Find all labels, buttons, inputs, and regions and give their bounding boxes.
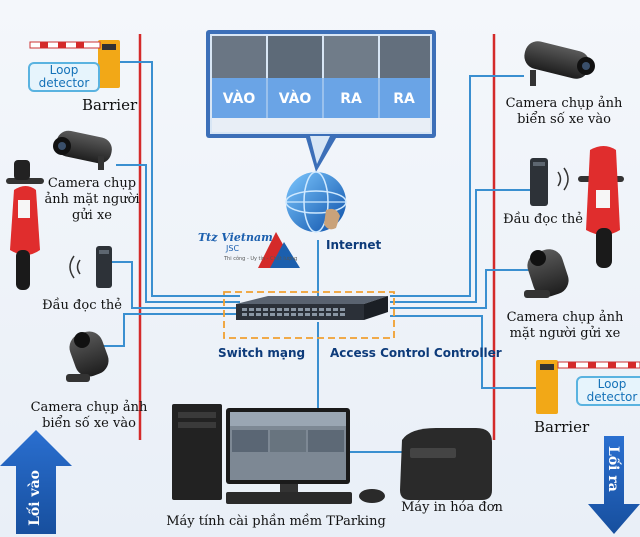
barrier-left-icon [29, 40, 120, 88]
motorbike-right-icon [578, 146, 624, 268]
camera-plate-left-icon [66, 331, 109, 382]
internet-label: Internet [326, 238, 382, 252]
exit-arrow [588, 436, 640, 534]
barrier-right-icon [536, 360, 640, 414]
card-reader-left-icon [69, 246, 112, 288]
camera-plate-right-label: Camera chụp ảnh biển số xe vào [505, 96, 623, 127]
gate-label-1: VÀO [223, 90, 256, 107]
camera-plate-left-label: Camera chụp ảnh biển số xe vào [30, 400, 148, 431]
camera-face-left-icon [53, 130, 112, 170]
gate-label-2: VÀO [279, 90, 312, 107]
network-switch-icon [236, 296, 388, 320]
exit-label: Lối ra [605, 446, 621, 492]
printer-label: Máy in hóa đơn [401, 500, 503, 515]
loop-detector-right-label: Loop detector [576, 376, 640, 406]
camera-face-right-label: Camera chụp ảnh mặt người gửi xe [506, 310, 624, 341]
computer-label: Máy tính cài phần mềm TParking [166, 514, 386, 529]
switch-label: Switch mạng [218, 346, 306, 360]
cables [100, 61, 548, 453]
barrier-right-label: Barrier [534, 418, 590, 436]
logo-text: Ttz Vietnam JSC Thi công - Uy tín - Chất… [198, 231, 298, 265]
motorbike-left-icon [6, 160, 44, 290]
barrier-left-label: Barrier [82, 96, 138, 114]
company-logo [258, 232, 300, 268]
card-reader-left-label: Đầu đọc thẻ [42, 298, 122, 313]
gate-label-3: RA [340, 91, 362, 107]
printer-icon [400, 428, 492, 500]
gate-label-4: RA [393, 91, 415, 107]
entry-label: Lối vào [27, 470, 43, 526]
switch-frame [223, 291, 395, 339]
camera-face-right-icon [524, 249, 569, 298]
logo-suffix: JSC [226, 244, 240, 253]
internet-globe-icon [285, 171, 347, 233]
logo-name: Ttz Vietnam [198, 231, 273, 244]
card-reader-right-label: Đầu đọc thẻ [503, 212, 583, 227]
computer-icon [172, 404, 385, 504]
logo-slogan: Thi công - Uy tín - Chất lượng [224, 256, 298, 262]
loop-detector-left-label: Loop detector [28, 62, 100, 92]
access-control-label: Access Control Controller [330, 346, 502, 360]
gate-monitor: VÀO VÀO RA RA [206, 30, 436, 172]
entry-arrow [0, 430, 72, 534]
camera-plate-right-icon [524, 41, 595, 86]
camera-face-left-label: Camera chụp ảnh mặt người gửi xe [44, 176, 140, 223]
card-reader-right-icon [530, 158, 569, 206]
